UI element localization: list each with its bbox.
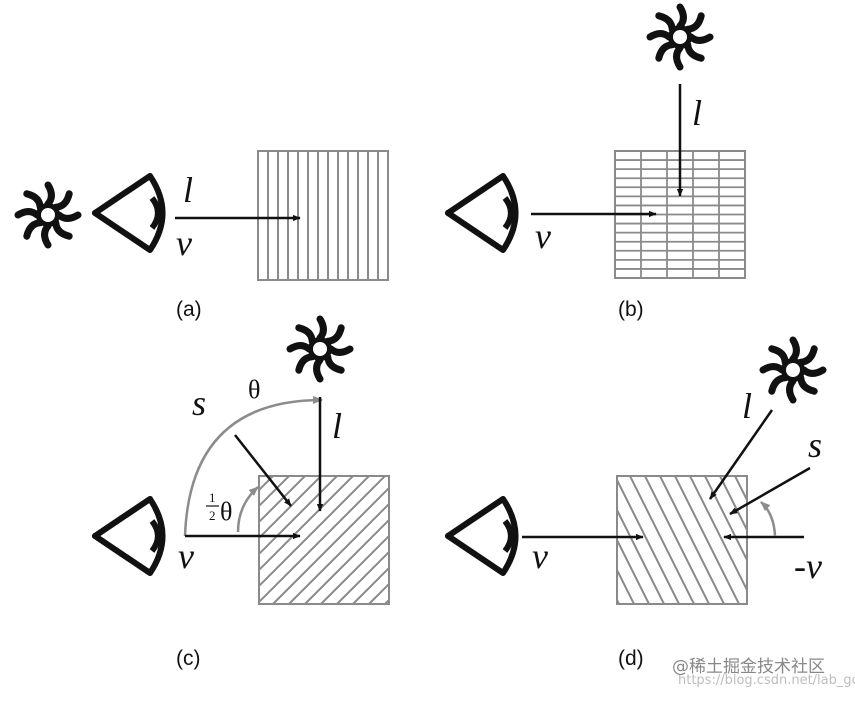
theta-arc <box>183 396 323 537</box>
half-theta-arc <box>236 486 259 533</box>
panel-b: l v (b) <box>448 3 746 321</box>
panel-a: l v (a) <box>14 150 389 321</box>
caption-d: (d) <box>618 647 644 670</box>
label-v: v <box>178 536 194 576</box>
label-v: v <box>532 536 548 576</box>
light-vector-l <box>708 409 774 500</box>
panel-d: l s v -v (d) <box>448 336 827 670</box>
surface-vertical-stripes <box>257 150 389 281</box>
label-v: v <box>535 216 551 256</box>
label-half-theta: 1 2 θ <box>206 490 232 526</box>
surface-steep-hatch <box>616 475 748 605</box>
svg-text:θ: θ <box>220 497 232 526</box>
panel-c: s θ l v 1 2 θ (c) <box>95 315 390 670</box>
light-source-sun-icon <box>759 336 827 404</box>
halfway-vector-s <box>729 466 811 516</box>
caption-b: (b) <box>618 298 644 321</box>
label-l: l <box>332 406 342 446</box>
viewer-eye-icon <box>95 499 163 573</box>
watermark-main: @稀土掘金技术社区 <box>672 657 825 677</box>
surface-diagonal-hatch <box>258 475 390 605</box>
label-s: s <box>192 383 206 423</box>
label-l: l <box>183 170 193 210</box>
watermark-sub: https://blog.csdn.net/lab_god <box>678 673 855 688</box>
light-source-sun-icon <box>646 3 714 71</box>
angle-arc <box>760 501 777 537</box>
caption-c: (c) <box>176 647 201 670</box>
viewer-eye-icon <box>95 176 163 250</box>
caption-a: (a) <box>176 298 202 321</box>
label-neg-v: -v <box>794 546 822 586</box>
viewer-eye-icon <box>448 176 516 250</box>
viewer-eye-icon <box>448 499 516 573</box>
label-s: s <box>808 425 822 465</box>
light-source-sun-icon <box>14 181 82 249</box>
label-l: l <box>742 386 752 426</box>
label-theta: θ <box>248 375 260 404</box>
svg-text:1: 1 <box>209 490 216 505</box>
svg-text:2: 2 <box>209 508 216 523</box>
halfway-vector-s <box>234 434 292 507</box>
label-l: l <box>692 93 702 133</box>
light-source-sun-icon <box>286 315 354 383</box>
label-v: v <box>176 223 192 263</box>
